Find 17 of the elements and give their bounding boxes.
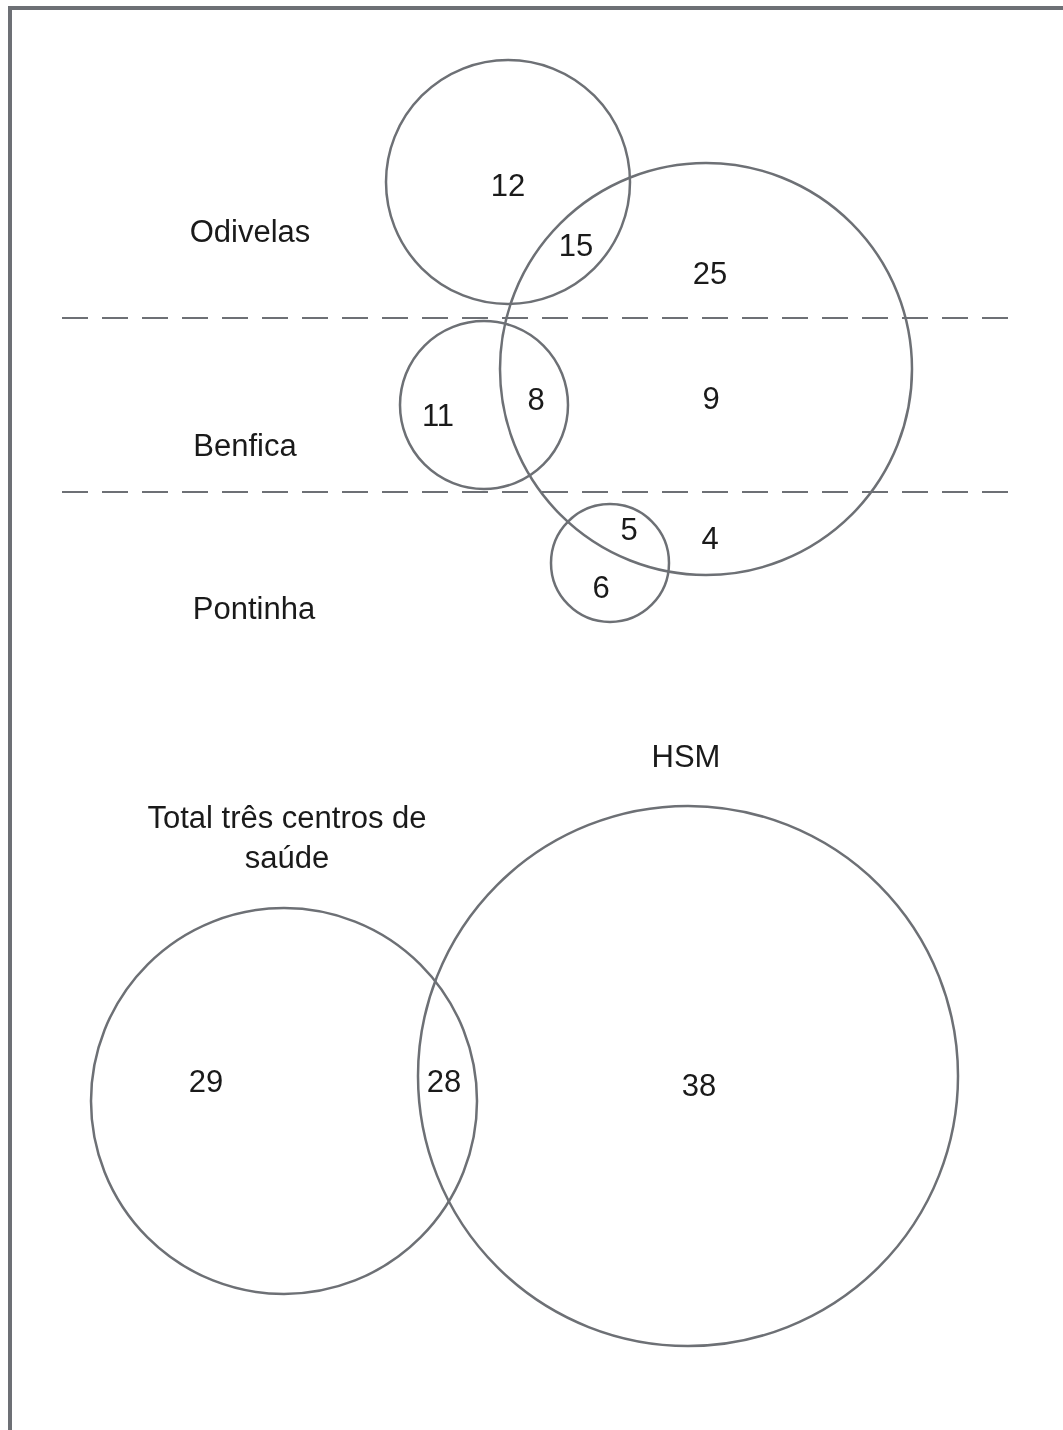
region-count: 9 <box>702 379 720 418</box>
set-label: HSM <box>651 737 721 776</box>
region-count: 4 <box>701 519 719 558</box>
row-label: Pontinha <box>192 589 316 628</box>
region-count: 29 <box>188 1062 224 1101</box>
region-count: 38 <box>681 1066 717 1105</box>
set-label: Total três centros de saúde <box>146 798 428 877</box>
region-count: 6 <box>592 568 610 607</box>
region-count: 5 <box>620 510 638 549</box>
region-count: 11 <box>421 396 455 435</box>
region-count: 25 <box>692 254 728 293</box>
region-count: 8 <box>527 380 545 419</box>
region-count: 15 <box>558 226 594 265</box>
row-label: Benfica <box>193 426 297 465</box>
region-count: 12 <box>490 166 526 205</box>
region-count: 28 <box>426 1062 462 1101</box>
row-label: Odivelas <box>189 212 311 251</box>
